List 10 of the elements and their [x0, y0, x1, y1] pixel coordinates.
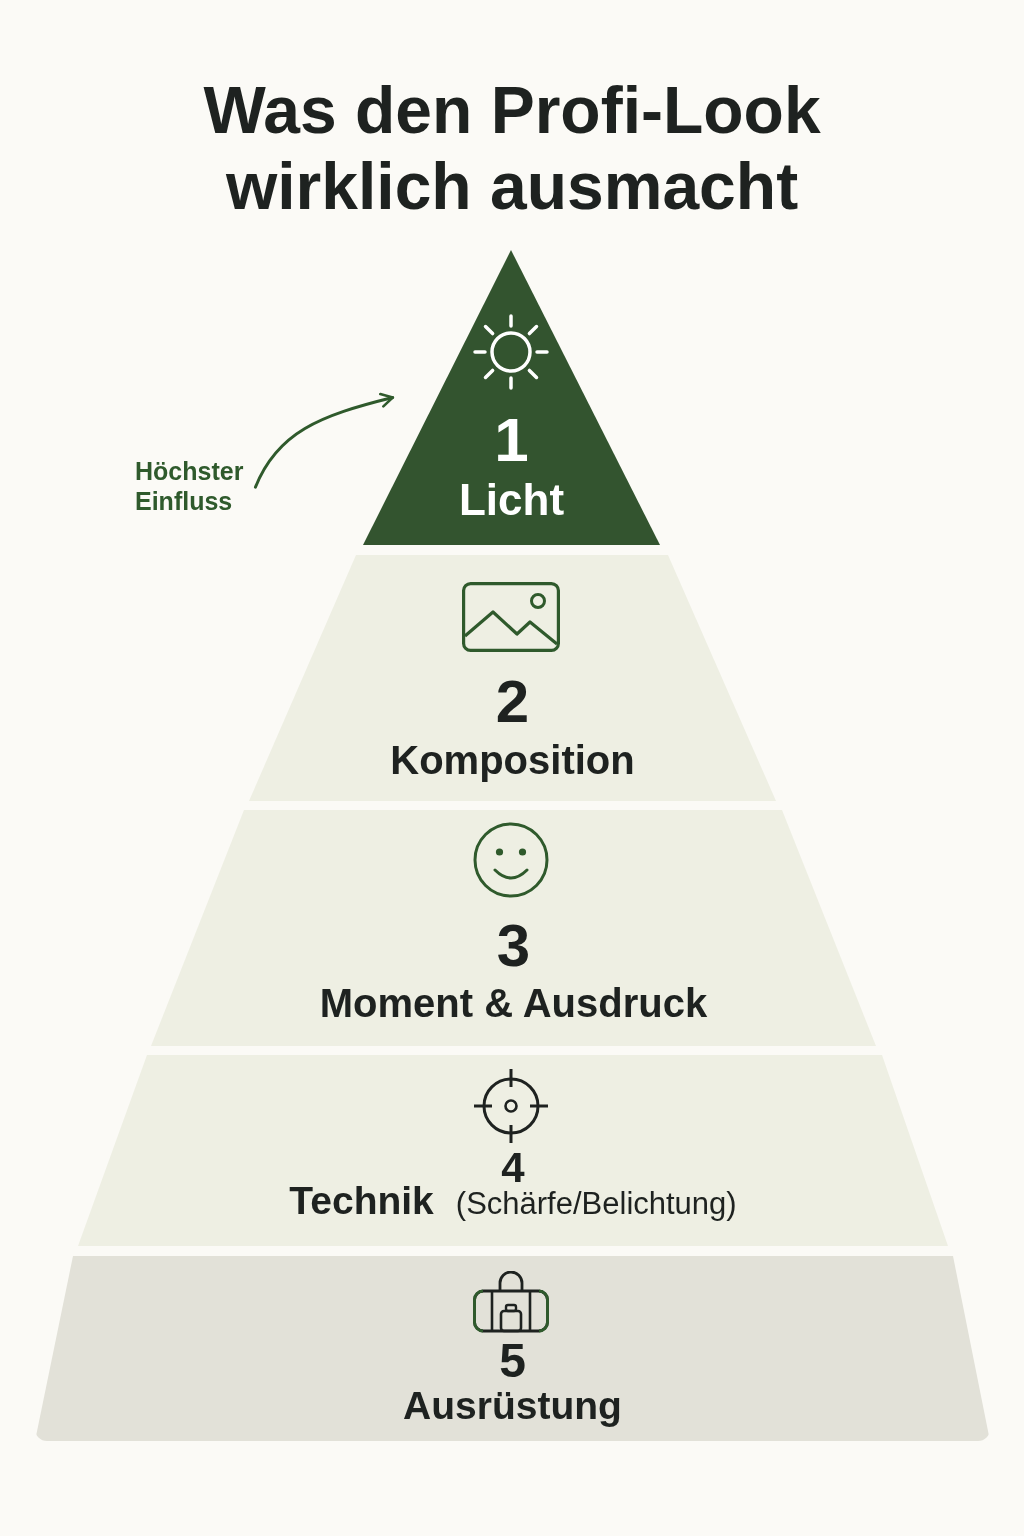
curved-arrow — [253, 392, 395, 489]
tier-number: 2 — [495, 666, 530, 736]
tier-number: 3 — [496, 910, 531, 980]
tier-number: 1 — [494, 404, 529, 476]
tier-label: Komposition — [390, 737, 635, 783]
tier-label: Technik — [289, 1178, 434, 1224]
annotation-text: Höchster Einfluss — [135, 456, 244, 516]
title: Was den Profi-Look wirklich ausmacht — [202, 72, 822, 224]
tier-label: Moment & Ausdruck — [319, 980, 708, 1026]
tier-label: Licht — [458, 474, 565, 526]
